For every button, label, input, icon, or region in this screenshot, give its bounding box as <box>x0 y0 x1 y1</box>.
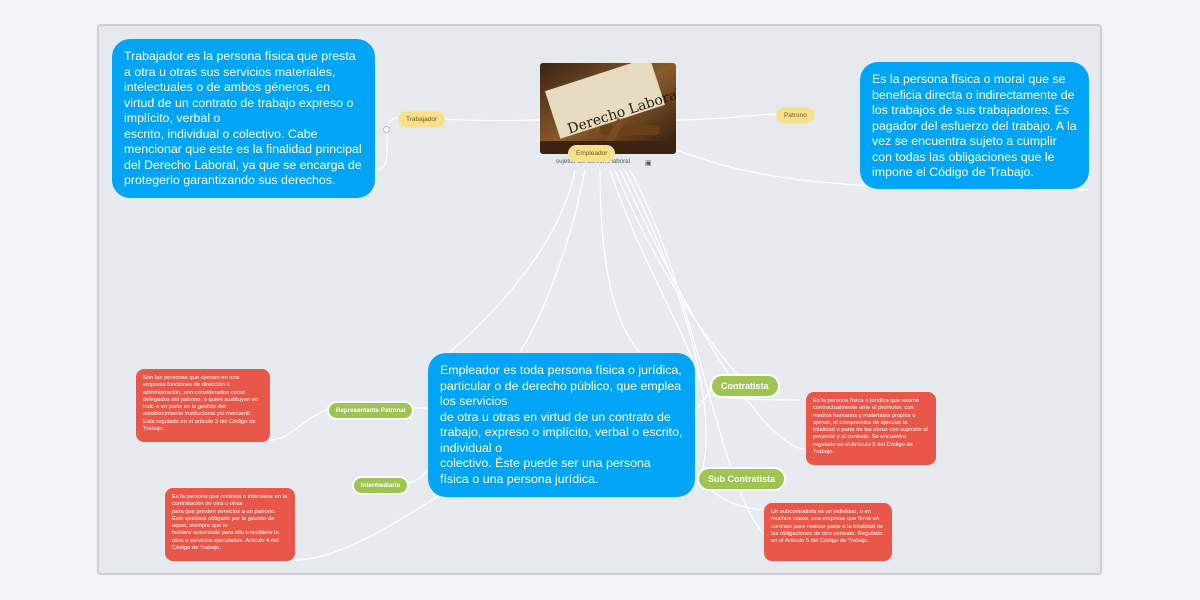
note-sub-contratista: Un subcontratista es un individuo, o en … <box>764 503 892 561</box>
topic-trabajador[interactable]: Trabajador <box>398 111 446 128</box>
topic-empleador[interactable]: Empleador <box>568 145 616 162</box>
topic-intermediario[interactable]: Intermediario <box>352 476 410 495</box>
topic-sub-contratista[interactable]: Sub Contratista <box>697 467 787 491</box>
central-image[interactable]: Derecho Laboral <box>540 63 676 154</box>
collapse-toggle[interactable] <box>383 126 390 133</box>
note-trabajador: Trabajador es la persona física que pres… <box>112 39 375 198</box>
note-empleador: Empleador es toda persona física o juríd… <box>428 353 695 497</box>
topic-contratista[interactable]: Contratista <box>710 374 780 398</box>
topic-patrono[interactable]: Patrono <box>776 107 815 124</box>
topic-representante-patronal[interactable]: Representante Patronal <box>327 401 415 420</box>
note-representante-patronal: Son las personas que ejercen en una empr… <box>136 369 270 442</box>
image-icon[interactable]: ▣ <box>645 160 652 167</box>
note-intermediario: Es la persona que contrata o interviene … <box>165 488 295 561</box>
note-contratista: Es la persona física o jurídica que asum… <box>806 392 936 465</box>
note-patrono: Es la persona física o moral que se bene… <box>860 62 1089 189</box>
